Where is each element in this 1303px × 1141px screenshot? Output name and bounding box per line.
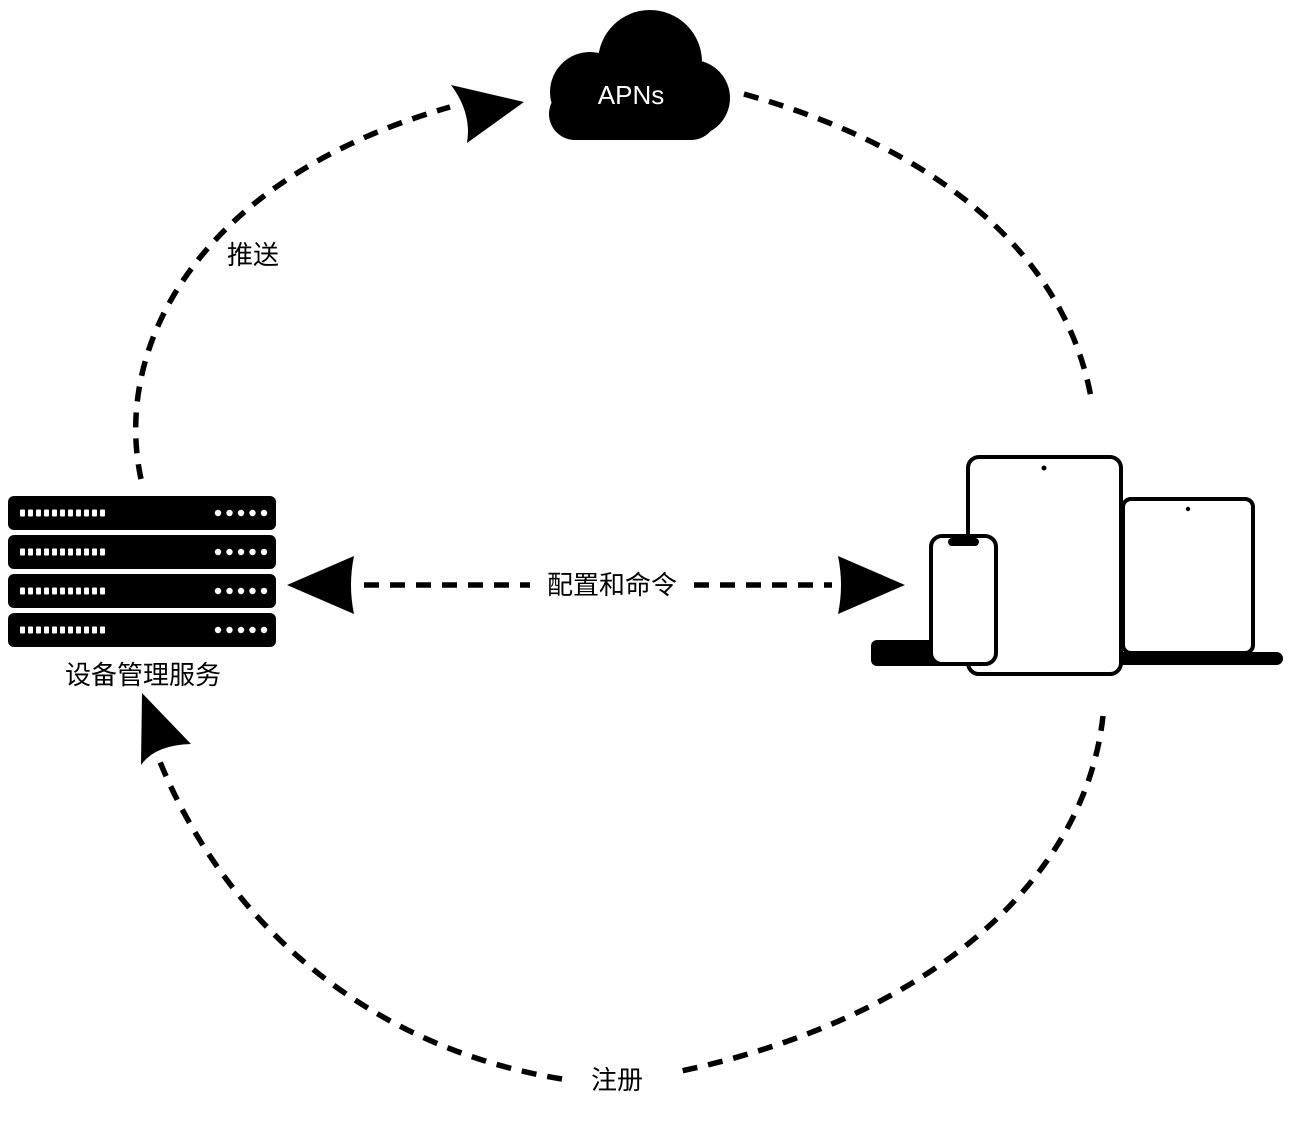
macbook-base <box>1097 652 1283 665</box>
server-unit <box>8 535 276 569</box>
push-arc-path <box>132 104 451 480</box>
config-commands-label: 配置和命令 <box>547 570 677 600</box>
iphone-notch <box>948 538 979 546</box>
apns-label: APNs <box>598 80 664 110</box>
edge-push-arc <box>132 104 451 480</box>
server-unit <box>8 613 276 647</box>
server-unit <box>8 574 276 608</box>
server-label: 设备管理服务 <box>65 660 221 690</box>
config-arrowhead-left-icon <box>287 556 354 614</box>
enroll-arrowhead-icon <box>141 693 191 765</box>
push-arrowhead-icon <box>451 85 524 143</box>
edge-apns-to-devices-arc <box>743 91 1095 404</box>
server-unit <box>8 496 276 530</box>
devices-node <box>871 455 1283 676</box>
macbook-icon <box>1097 497 1283 665</box>
apns-to-devices-arc-path <box>743 91 1095 404</box>
iphone-icon <box>929 534 998 666</box>
config-arrowhead-right-icon <box>838 556 905 614</box>
enroll-arc-right <box>671 715 1106 1076</box>
enroll-arc-left <box>155 755 563 1082</box>
edge-enroll-arc <box>155 715 1106 1082</box>
apns-node: APNs <box>549 10 730 140</box>
server-rack-icon <box>8 496 276 647</box>
cloud-icon <box>549 10 730 140</box>
ipad-camera-dot <box>1041 465 1047 471</box>
push-label: 推送 <box>227 240 279 270</box>
macbook-camera-dot <box>1185 506 1191 512</box>
enroll-label: 注册 <box>591 1065 643 1095</box>
server-node: 设备管理服务 <box>8 496 276 690</box>
